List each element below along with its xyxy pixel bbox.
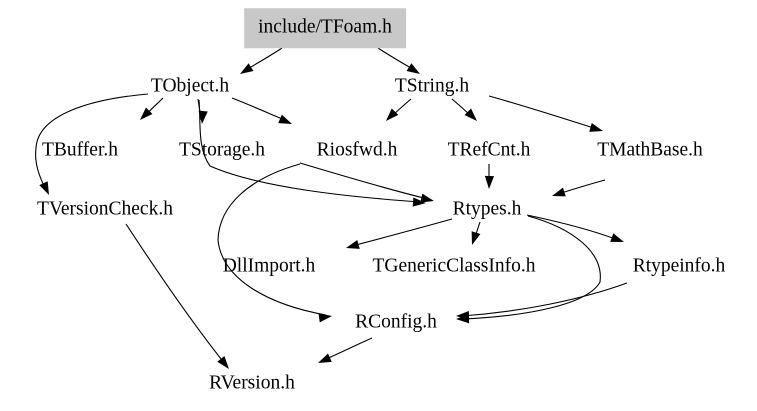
arrowhead-rtypes-to-rtypeinfo — [610, 233, 624, 242]
arrowhead-rtypes-to-tgenericci — [471, 231, 481, 245]
arrowhead-riosfwd-to-rconfig — [318, 313, 332, 323]
graph-node-tbuffer[interactable]: TBuffer.h — [41, 139, 119, 161]
arrowhead-tobject-to-tversioncheck — [39, 181, 49, 195]
arrowhead-rtypeinfo-to-rconfig — [456, 310, 470, 321]
arrowhead-trefcnt-to-rtypes — [484, 175, 495, 189]
edge-tmathbase-to-rtypes — [557, 179, 606, 195]
arrowhead-tstring-to-riosfwd — [386, 108, 399, 121]
edge-riosfwd-to-rconfig — [217, 163, 327, 316]
graph-node-rconfig[interactable]: RConfig.h — [355, 311, 437, 333]
edge-rtypes-to-rconfig — [461, 215, 601, 320]
edge-riosfwd-to-rtypes — [299, 162, 429, 200]
arrowhead-rconfig-to-rversion — [318, 353, 332, 363]
graph-node-tmathbase[interactable]: TMathBase.h — [597, 139, 703, 161]
arrowhead-tobject-to-tstorage — [198, 110, 208, 124]
graph-node-rversion[interactable]: RVersion.h — [209, 372, 295, 394]
graph-node-tfoam[interactable]: include/TFoam.h — [244, 8, 406, 48]
arrowhead-tobject-to-rtypes — [412, 197, 426, 207]
arrowhead-rtypes-to-dllimport — [346, 239, 360, 249]
arrowhead-riosfwd-to-rtypes — [420, 193, 434, 203]
graph-node-rtypeinfo[interactable]: Rtypeinfo.h — [632, 255, 726, 277]
arrowhead-tstring-to-tmathbase — [589, 122, 603, 132]
edge-tobject-to-tversioncheck — [35, 93, 149, 191]
graph-node-tversioncheck[interactable]: TVersionCheck.h — [37, 198, 173, 220]
arrowhead-tobject-to-riosfwd — [278, 114, 292, 124]
graph-node-riosfwd[interactable]: Riosfwd.h — [316, 139, 398, 161]
graph-node-rtypes[interactable]: Rtypes.h — [452, 198, 522, 220]
graph-node-trefcnt[interactable]: TRefCnt.h — [447, 139, 531, 161]
edge-rtypes-to-rtypeinfo — [526, 214, 619, 241]
graph-node-tobject[interactable]: TObject.h — [150, 75, 230, 97]
edge-tstring-to-tmathbase — [488, 95, 598, 130]
edge-rtypes-to-dllimport — [351, 218, 453, 247]
graph-node-dllimport[interactable]: DllImport.h — [222, 255, 316, 277]
edge-rconfig-to-rversion — [323, 337, 373, 361]
arrowhead-tversioncheck-to-rversion — [217, 356, 229, 369]
graph-node-tgenericci[interactable]: TGenericClassInfo.h — [372, 255, 536, 277]
arrowhead-tmathbase-to-rtypes — [552, 187, 566, 197]
arrowhead-tstring-to-trefcnt — [464, 108, 477, 121]
edge-tversioncheck-to-rversion — [125, 223, 226, 365]
arrowhead-tfoam-to-tstring — [406, 63, 420, 74]
edge-tobject-to-riosfwd — [231, 97, 288, 122]
edge-tobject-to-rtypes — [198, 99, 421, 203]
arrowhead-tobject-to-tbuffer — [140, 107, 153, 120]
arrowhead-tfoam-to-tobject — [240, 63, 254, 74]
edge-rtypeinfo-to-rconfig — [461, 282, 628, 317]
graph-node-tstorage[interactable]: TStorage.h — [178, 139, 266, 161]
graph-node-tstring[interactable]: TString.h — [394, 75, 470, 97]
